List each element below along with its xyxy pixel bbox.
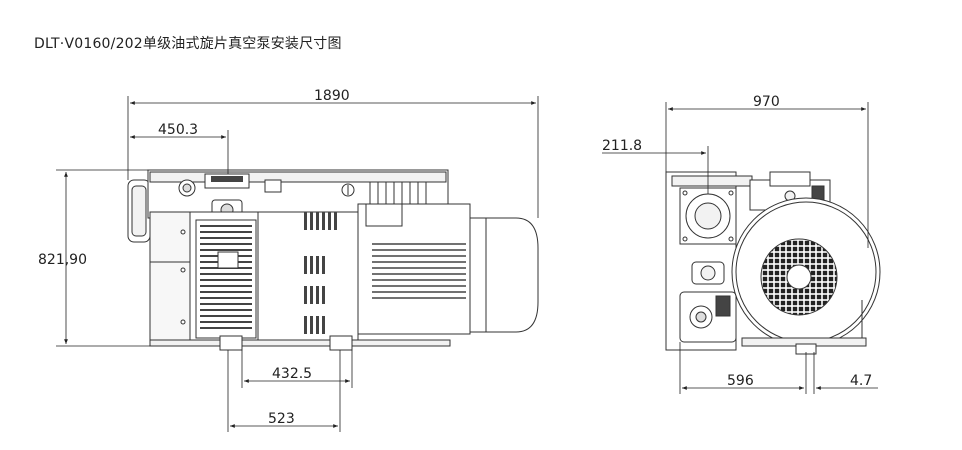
side-view-pump [665, 171, 881, 355]
dim-total-length: 1890 [314, 88, 350, 104]
base-frame [149, 339, 451, 347]
dim-side-total-width: 970 [753, 94, 780, 110]
dim-foot-span-inner: 432.5 [272, 366, 312, 382]
front-foot-right [329, 335, 353, 351]
dim-side-foot-offset: 4.7 [850, 373, 872, 389]
front-view-pump [127, 169, 539, 351]
front-dimension-lines [56, 96, 539, 432]
front-foot-left [219, 335, 243, 351]
dim-side-foot-span: 596 [727, 373, 754, 389]
dim-total-height: 821,90 [38, 252, 87, 268]
dim-side-inlet-offset: 211.8 [602, 138, 642, 154]
drawing-title: DLT·V0160/202单级油式旋片真空泵安装尺寸图 [34, 36, 342, 52]
dim-inlet-offset: 450.3 [158, 122, 198, 138]
motor-fan-cover [469, 217, 539, 333]
dim-foot-span-outer: 523 [268, 411, 295, 427]
terminal-box [365, 203, 403, 227]
side-dimension-lines [602, 102, 878, 394]
coupling-guard [257, 211, 359, 343]
housing-ribs [369, 182, 427, 206]
vent-slots [304, 212, 337, 334]
